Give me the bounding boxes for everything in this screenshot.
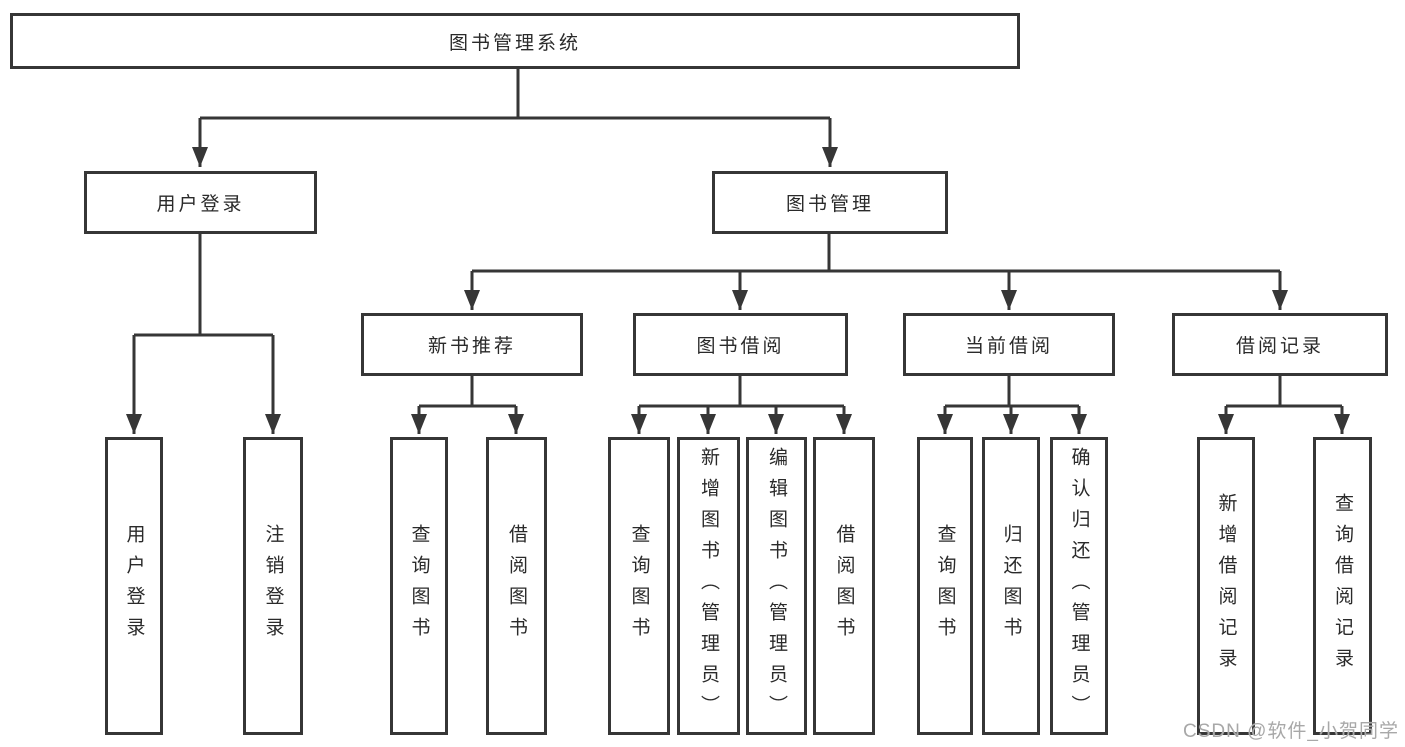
node-user-login: 用户登录 bbox=[84, 171, 317, 234]
node-leaf-borrow-books-recommendation: 借阅图书 bbox=[486, 437, 547, 735]
node-label: 查询图书 bbox=[628, 524, 650, 648]
node-book-borrowing: 图书借阅 bbox=[633, 313, 848, 376]
node-leaf-return-books: 归还图书 bbox=[982, 437, 1040, 735]
node-label: 归还图书 bbox=[1000, 524, 1022, 648]
node-label: 图书管理系统 bbox=[448, 32, 581, 54]
node-new-book-recommendation: 新书推荐 bbox=[361, 313, 583, 376]
node-library-management-system: 图书管理系统 bbox=[10, 13, 1020, 69]
node-leaf-user-login: 用户登录 bbox=[105, 437, 163, 735]
node-leaf-add-books-admin: 新增图书（管理员） bbox=[677, 437, 740, 735]
node-leaf-logout: 注销登录 bbox=[243, 437, 303, 735]
node-label: 借阅图书 bbox=[506, 524, 527, 648]
node-leaf-confirm-return-admin: 确认归还（管理员） bbox=[1050, 437, 1108, 735]
edge-group bbox=[126, 68, 1350, 434]
node-label: 用户登录 bbox=[156, 194, 245, 215]
node-label: 确认归还（管理员） bbox=[1068, 446, 1090, 726]
node-label: 查询图书 bbox=[408, 524, 430, 648]
node-label: 新增图书（管理员） bbox=[698, 446, 719, 726]
node-borrowing-records: 借阅记录 bbox=[1172, 313, 1388, 376]
node-book-management: 图书管理 bbox=[712, 171, 948, 234]
node-label: 借阅记录 bbox=[1235, 336, 1324, 357]
csdn-watermark: CSDN @软件_小贺同学 bbox=[1183, 721, 1399, 742]
node-leaf-search-borrow-record: 查询借阅记录 bbox=[1313, 437, 1372, 735]
node-current-borrowing: 当前借阅 bbox=[903, 313, 1115, 376]
node-label: 查询图书 bbox=[934, 524, 956, 648]
node-label: 借阅图书 bbox=[833, 524, 855, 648]
node-label: 图书管理 bbox=[785, 194, 874, 215]
node-leaf-edit-books-admin: 编辑图书（管理员） bbox=[746, 437, 807, 735]
node-label: 当前借阅 bbox=[964, 336, 1053, 357]
node-leaf-search-books-current: 查询图书 bbox=[917, 437, 973, 735]
node-label: 用户登录 bbox=[123, 524, 145, 648]
node-label: 注销登录 bbox=[262, 524, 284, 648]
node-leaf-search-books-borrowing: 查询图书 bbox=[608, 437, 670, 735]
node-label: 编辑图书（管理员） bbox=[766, 446, 787, 726]
node-leaf-borrow-books-borrowing: 借阅图书 bbox=[813, 437, 875, 735]
node-label: 查询借阅记录 bbox=[1332, 493, 1353, 679]
node-label: 图书借阅 bbox=[696, 336, 785, 357]
node-label: 新书推荐 bbox=[427, 336, 516, 357]
node-label: 新增借阅记录 bbox=[1215, 493, 1237, 679]
node-leaf-search-books-recommendation: 查询图书 bbox=[390, 437, 448, 735]
node-leaf-add-borrow-record: 新增借阅记录 bbox=[1197, 437, 1255, 735]
